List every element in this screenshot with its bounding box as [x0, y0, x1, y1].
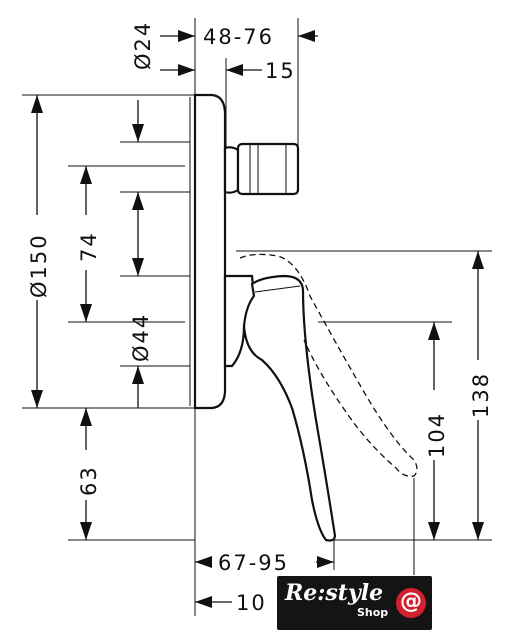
dim-74-label: 74	[77, 231, 101, 262]
dim-row-15: 15	[160, 59, 296, 83]
dim-138: 138	[236, 250, 493, 541]
brand-logo: Re:style Shop @	[277, 576, 432, 630]
dim-d24-label: Ø24	[131, 21, 155, 70]
dim-48-76-label: 48-76	[203, 25, 274, 49]
dim-d150-label: Ø150	[27, 233, 51, 298]
lever-handle	[223, 274, 337, 542]
dim-d150: Ø150	[22, 94, 195, 409]
dim-138-label: 138	[469, 372, 493, 418]
dim-15-label: 15	[265, 59, 296, 83]
brand-logo-mark-glyph: @	[400, 589, 422, 614]
dim-74: 74	[68, 165, 185, 323]
diverter-knob	[223, 142, 300, 196]
dim-63: 63	[68, 408, 195, 541]
dim-10x-label: 10	[236, 591, 267, 615]
lever-handle-alternate	[239, 253, 418, 477]
dim-row-top: Ø24 48-76	[131, 21, 318, 70]
brand-logo-text: Re:style	[285, 580, 384, 606]
brand-logo-subtitle: Shop	[357, 606, 389, 619]
brand-logo-mark: @	[396, 588, 426, 618]
dim-67-95-label: 67-95	[218, 551, 289, 575]
dim-d44-label: Ø44	[129, 313, 153, 362]
dim-63-label: 63	[77, 465, 101, 496]
wall-plate	[189, 93, 227, 410]
dim-d44: Ø44	[120, 100, 190, 408]
dim-104: 104	[318, 321, 452, 540]
dim-104-label: 104	[425, 412, 449, 458]
dim-bottom: 67-95 10	[194, 408, 415, 616]
